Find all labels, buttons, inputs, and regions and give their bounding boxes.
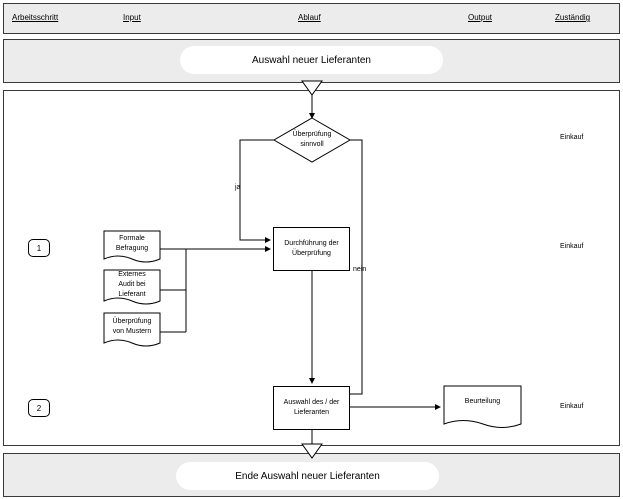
input-2-line-3: Lieferant xyxy=(118,291,146,298)
step-marker-1: 1 xyxy=(28,239,50,257)
step-marker-2: 2 xyxy=(28,399,50,417)
process-select-line-1: Auswahl des / der xyxy=(283,399,340,406)
output-doc-label: Beurteilung xyxy=(464,398,501,405)
end-terminal: Ende Auswahl neuer Lieferanten xyxy=(176,462,439,490)
header-ablauf: Ablauf xyxy=(298,13,321,22)
bottom-connector xyxy=(301,443,323,459)
input-2-line-1: Externes xyxy=(118,271,146,278)
decision-diamond xyxy=(273,117,351,163)
end-band: Ende Auswahl neuer Lieferanten xyxy=(3,453,620,497)
input-doc-2-label: Externes Audit bei Lieferant xyxy=(104,270,160,300)
start-terminal-label: Auswahl neuer Lieferanten xyxy=(252,54,371,66)
header-output: Output xyxy=(468,13,493,22)
header-input: Input xyxy=(123,13,141,22)
output-doc xyxy=(443,385,522,428)
header-zustaendig: Zuständig xyxy=(555,13,591,22)
header-bar: Arbeitsschritt Input Ablauf Output Zustä… xyxy=(3,3,620,34)
responsible-step-1: Einkauf xyxy=(560,243,584,250)
input-3-line-2: von Mustern xyxy=(112,328,152,335)
process-select-line-2: Lieferanten xyxy=(293,409,330,416)
responsible-step-2: Einkauf xyxy=(560,403,584,410)
decision-line-1: Überprüfung xyxy=(292,131,332,138)
start-band: Auswahl neuer Lieferanten xyxy=(3,39,620,83)
input-doc-3 xyxy=(103,312,161,347)
decision-line-2: sinnvoll xyxy=(300,141,324,148)
branch-yes-label: ja xyxy=(235,184,241,191)
input-doc-1 xyxy=(103,230,161,263)
process-check-line-2: Überprüfung xyxy=(292,250,331,257)
start-terminal: Auswahl neuer Lieferanten xyxy=(180,46,443,74)
input-1-line-1: Formale xyxy=(119,235,145,242)
process-check-box: Durchführung der Überprüfung xyxy=(273,227,350,271)
input-2-line-2: Audit bei xyxy=(118,281,146,288)
process-select-box: Auswahl des / der Lieferanten xyxy=(273,386,350,430)
decision-label: Überprüfung sinnvoll xyxy=(282,130,342,150)
end-terminal-label: Ende Auswahl neuer Lieferanten xyxy=(235,470,380,482)
process-check-line-1: Durchführung der xyxy=(284,240,339,247)
input-1-line-2: Befragung xyxy=(115,245,149,252)
responsible-decision: Einkauf xyxy=(560,134,584,141)
top-connector xyxy=(301,80,323,96)
input-doc-1-label: Formale Befragung xyxy=(104,234,160,254)
input-doc-3-label: Überprüfung von Mustern xyxy=(104,317,160,337)
header-arbeitsschritt: Arbeitsschritt xyxy=(12,13,59,22)
branch-no-label: nein xyxy=(353,266,367,273)
input-3-line-1: Überprüfung xyxy=(112,318,152,325)
input-doc-2 xyxy=(103,269,161,305)
